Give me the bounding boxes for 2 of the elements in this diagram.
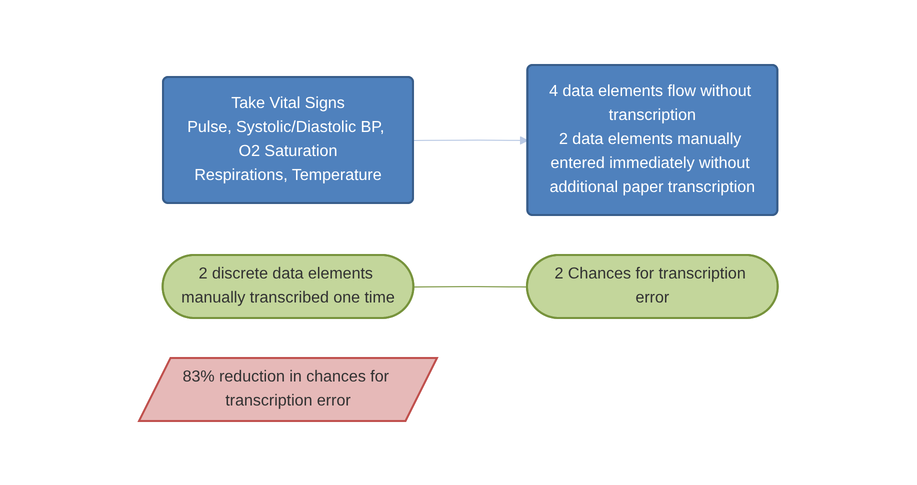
connector: [414, 286, 528, 287]
arrow: [413, 136, 528, 144]
